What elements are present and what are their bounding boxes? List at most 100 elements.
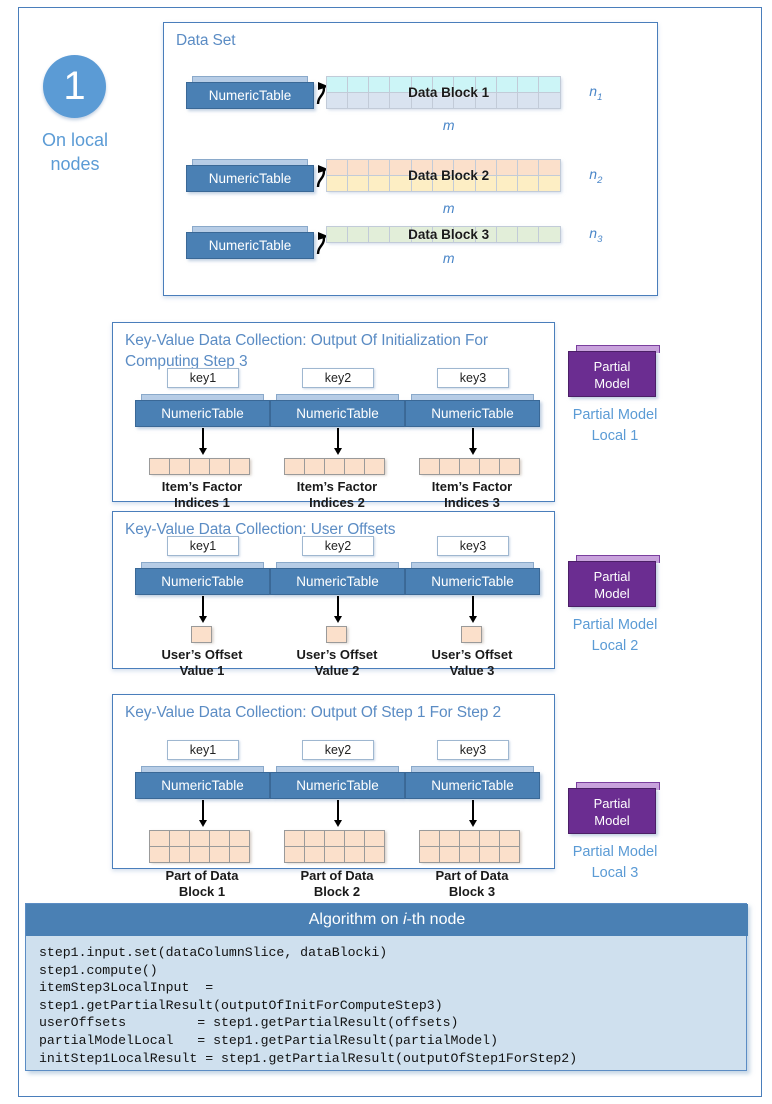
value-grid-cell: [209, 845, 230, 863]
value-grid-cell: [209, 457, 230, 475]
data-block: [325, 158, 561, 192]
flow-arrow-head-icon: [333, 616, 342, 623]
outer-frame: [18, 7, 762, 1097]
flow-arrow-line: [472, 596, 474, 618]
block-height-label: n3: [589, 224, 603, 245]
data-block-cell: [517, 75, 540, 93]
value-grid-row: [419, 457, 520, 475]
block-width-label: m: [442, 117, 455, 133]
algorithm-header-suffix: -th node: [406, 911, 466, 928]
numeric-table-tab: [411, 562, 534, 571]
connector-hook-icon: [314, 161, 332, 191]
data-block-cell: [517, 225, 540, 243]
value-grid-cell: [479, 845, 500, 863]
algorithm-header-prefix: Algorithm on: [308, 911, 403, 928]
key-box[interactable]: key1: [167, 368, 239, 388]
data-set-title: Data Set: [176, 32, 236, 49]
value-grid: [326, 625, 347, 643]
data-block-cell: [495, 225, 519, 243]
key-box[interactable]: key1: [167, 536, 239, 556]
value-caption: Part of Data Block 3: [435, 868, 509, 899]
value-grid-cell: [191, 625, 212, 643]
data-block-cell: [325, 174, 348, 192]
algorithm-code: step1.input.set(dataColumnSlice, dataBlo…: [39, 945, 578, 1066]
value-caption: User’s Offset Value 1: [161, 647, 243, 678]
numeric-table-label: NumericTable: [405, 772, 540, 799]
data-block-cell: [368, 158, 391, 176]
key-box[interactable]: key1: [167, 740, 239, 760]
flow-arrow-head-icon: [198, 448, 207, 455]
value-grid: [419, 457, 520, 475]
partial-model-tab: [576, 555, 660, 563]
value-grid-cell: [304, 829, 325, 847]
value-caption: Item’s Factor Indices 1: [161, 479, 243, 510]
numeric-table-tab: [192, 76, 308, 85]
flow-arrow-line: [337, 428, 339, 450]
numeric-table: NumericTable: [135, 394, 270, 427]
data-block-row: [325, 225, 561, 243]
value-grid-cell: [149, 829, 170, 847]
value-grid-cell: [364, 829, 385, 847]
value-grid-cell: [364, 845, 385, 863]
algorithm-box: Algorithm on i-th node step1.input.set(d…: [25, 903, 748, 1071]
numeric-table-label: NumericTable: [186, 82, 314, 109]
data-block-cell: [538, 158, 561, 176]
block-width-label: m: [442, 200, 455, 216]
flow-arrow-head-icon: [333, 820, 342, 827]
numeric-table-tab: [192, 226, 308, 235]
partial-model-caption: Partial Model Local 2: [572, 617, 658, 654]
data-block-cell: [538, 225, 561, 243]
key-box[interactable]: key2: [302, 740, 374, 760]
numeric-table: NumericTable: [186, 76, 314, 109]
collection-title: Key-Value Data Collection: User Offsets: [125, 521, 396, 538]
value-grid-cell: [459, 845, 480, 863]
value-grid-cell: [169, 829, 190, 847]
numeric-table-label: NumericTable: [405, 568, 540, 595]
numeric-table-label: NumericTable: [270, 772, 405, 799]
data-block-row: [325, 174, 561, 192]
data-block-cell: [325, 225, 348, 243]
value-grid-cell: [189, 457, 210, 475]
data-block: [325, 75, 561, 109]
key-box[interactable]: key3: [437, 536, 509, 556]
numeric-table-tab: [141, 394, 264, 403]
value-grid-row: [284, 829, 385, 847]
value-grid-cell: [326, 625, 347, 643]
value-grid-cell: [149, 845, 170, 863]
partial-model-tab: [576, 782, 660, 790]
value-grid-cell: [284, 457, 305, 475]
numeric-table-tab: [141, 562, 264, 571]
value-grid-cell: [459, 457, 480, 475]
value-grid-cell: [169, 457, 190, 475]
flow-arrow-head-icon: [468, 448, 477, 455]
data-block-cell: [495, 174, 519, 192]
numeric-table-label: NumericTable: [405, 400, 540, 427]
numeric-table-tab: [141, 766, 264, 775]
numeric-table-tab: [276, 766, 399, 775]
value-grid-cell: [324, 457, 345, 475]
data-block-cell: [495, 158, 519, 176]
value-grid-cell: [284, 829, 305, 847]
value-caption: Item’s Factor Indices 2: [296, 479, 378, 510]
flow-arrow-line: [337, 596, 339, 618]
block-height-label: n2: [589, 166, 603, 186]
value-grid-cell: [479, 457, 500, 475]
flow-arrow-line: [472, 428, 474, 450]
value-grid: [284, 457, 385, 475]
numeric-table-label: NumericTable: [135, 568, 270, 595]
numeric-table-tab: [411, 766, 534, 775]
key-box[interactable]: key3: [437, 368, 509, 388]
value-grid-row: [419, 845, 520, 863]
step-label: On local nodes: [41, 130, 109, 174]
key-box[interactable]: key2: [302, 536, 374, 556]
value-grid: [461, 625, 482, 643]
data-block-cell: [517, 174, 540, 192]
partial-model: Partial Model: [568, 782, 660, 834]
key-box[interactable]: key3: [437, 740, 509, 760]
data-block-cell: [538, 91, 561, 109]
value-grid-cell: [149, 457, 170, 475]
numeric-table: NumericTable: [405, 766, 540, 799]
partial-model-label: Partial Model: [568, 351, 656, 397]
key-box[interactable]: key2: [302, 368, 374, 388]
value-grid-cell: [419, 457, 440, 475]
